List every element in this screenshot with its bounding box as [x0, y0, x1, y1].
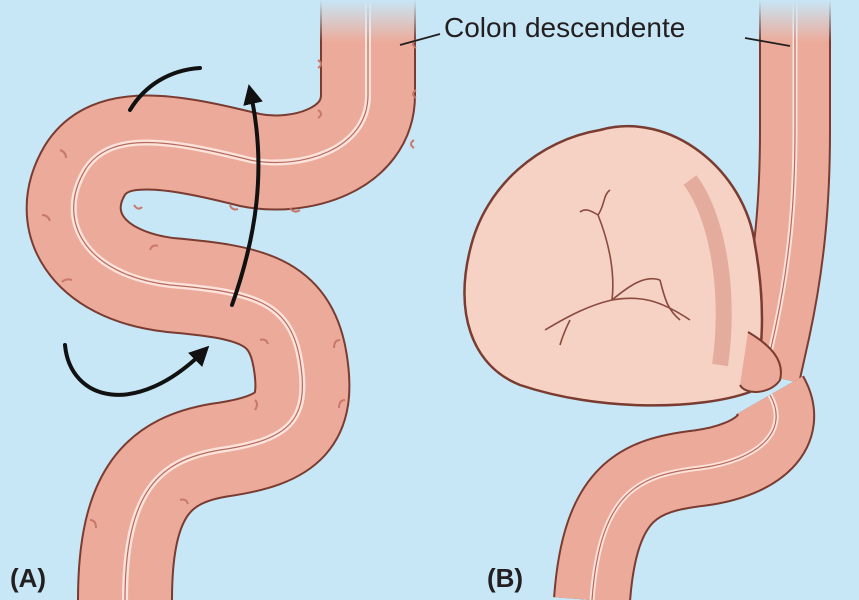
colon-a-fade [300, 0, 440, 42]
label-panel-a: (A) [10, 565, 46, 591]
colon-b-lower-wall [592, 395, 776, 600]
label-colon-descendente: Colon descendente [444, 14, 685, 42]
rotation-arrow-lower [65, 345, 205, 395]
colon-b-fade [750, 0, 845, 42]
label-panel-b: (B) [487, 565, 523, 591]
panel-a-sigmoid-loop [42, 0, 440, 600]
panel-b-volvulus [464, 0, 845, 600]
colon-a-wall [74, 0, 368, 600]
colon-b-descending-wall [765, 0, 795, 375]
